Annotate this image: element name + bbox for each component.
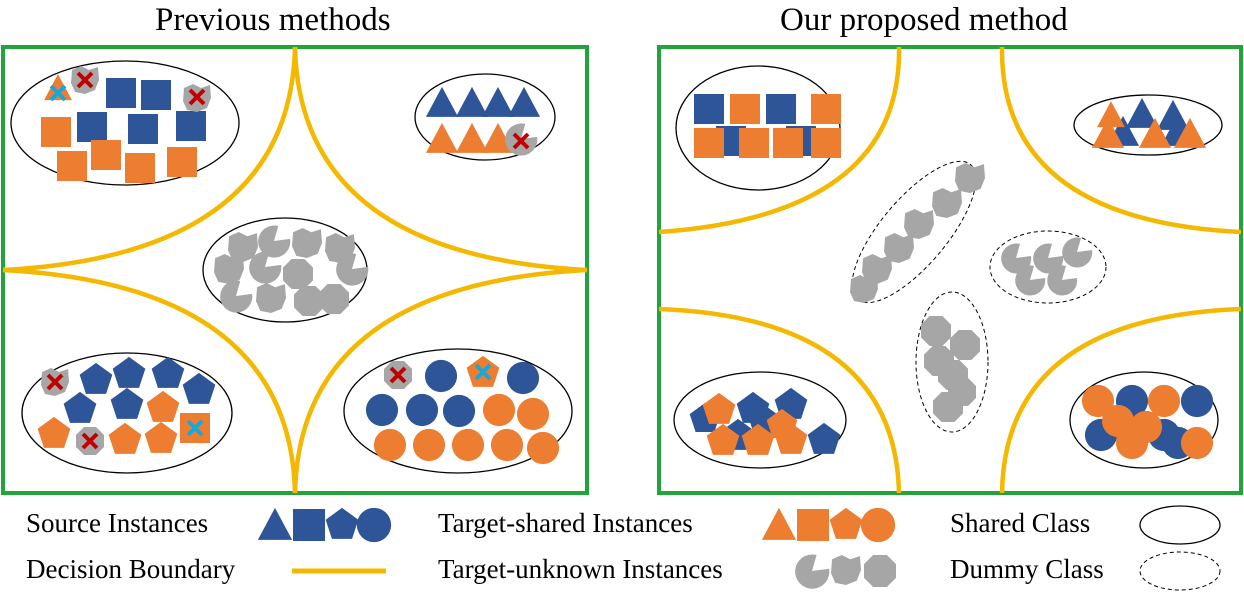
shared-class-ellipse bbox=[414, 73, 556, 161]
legend-target-unknown-instances: Target-unknown Instances bbox=[438, 554, 723, 584]
circle-icon bbox=[860, 507, 896, 543]
previous-methods-title: Previous methods bbox=[155, 2, 391, 38]
right-dummy-cluster-gears bbox=[850, 160, 985, 304]
left-cluster-squares bbox=[10, 60, 240, 186]
triangle-icon bbox=[761, 507, 797, 540]
dummy-class-ellipse bbox=[915, 291, 989, 433]
left-cluster-circles bbox=[343, 348, 573, 474]
shared-class-ellipse bbox=[343, 348, 573, 474]
pentagon-icon bbox=[829, 507, 863, 539]
right-dummy-cluster-pacman bbox=[989, 230, 1107, 304]
shared-class-ellipse bbox=[1073, 94, 1223, 156]
pacman-icon bbox=[795, 554, 830, 589]
octagon-icon bbox=[864, 555, 896, 587]
previous-methods-panel bbox=[1, 45, 589, 495]
square-icon bbox=[293, 509, 325, 541]
left-cluster-unknown bbox=[202, 217, 369, 323]
right-cluster-pentagons bbox=[673, 371, 847, 469]
triangle-icon bbox=[257, 507, 293, 540]
gear-icon bbox=[831, 555, 861, 585]
legend-dummy-class: Dummy Class bbox=[950, 554, 1104, 584]
legend-decision-boundary: Decision Boundary bbox=[26, 554, 236, 584]
legend-shared-class: Shared Class bbox=[950, 508, 1091, 538]
circle-icon bbox=[356, 507, 392, 543]
legend-target-unknown-shapes bbox=[795, 554, 896, 589]
square-icon bbox=[797, 509, 829, 541]
right-decision-boundaries bbox=[658, 46, 1242, 494]
shared-class-ellipse bbox=[10, 60, 240, 186]
legend-source-shapes bbox=[257, 507, 392, 543]
proposed-method-panel bbox=[657, 45, 1243, 495]
left-decision-boundaries bbox=[2, 46, 588, 494]
dummy-class-ellipse bbox=[989, 230, 1107, 304]
right-cluster-circles bbox=[1069, 371, 1219, 469]
pentagon-icon bbox=[325, 507, 359, 539]
legend-target-shared-shapes bbox=[761, 507, 896, 543]
right-frame bbox=[657, 45, 1243, 495]
legend-source-instances: Source Instances bbox=[26, 508, 209, 538]
left-cluster-pentagons bbox=[21, 352, 233, 474]
shared-class-ellipse bbox=[673, 371, 847, 469]
right-dummy-cluster-octagons bbox=[915, 291, 989, 433]
shared-class-ellipse bbox=[21, 352, 233, 474]
dummy-class-swatch bbox=[1139, 551, 1221, 591]
right-cluster-triangles bbox=[1073, 94, 1223, 156]
left-cluster-triangles bbox=[414, 73, 556, 161]
right-cluster-squares bbox=[675, 65, 841, 191]
proposed-method-title: Our proposed method bbox=[780, 2, 1068, 38]
shared-class-swatch bbox=[1139, 505, 1221, 545]
shared-class-ellipse bbox=[1069, 371, 1219, 469]
legend-target-shared-instances: Target-shared Instances bbox=[438, 508, 693, 538]
